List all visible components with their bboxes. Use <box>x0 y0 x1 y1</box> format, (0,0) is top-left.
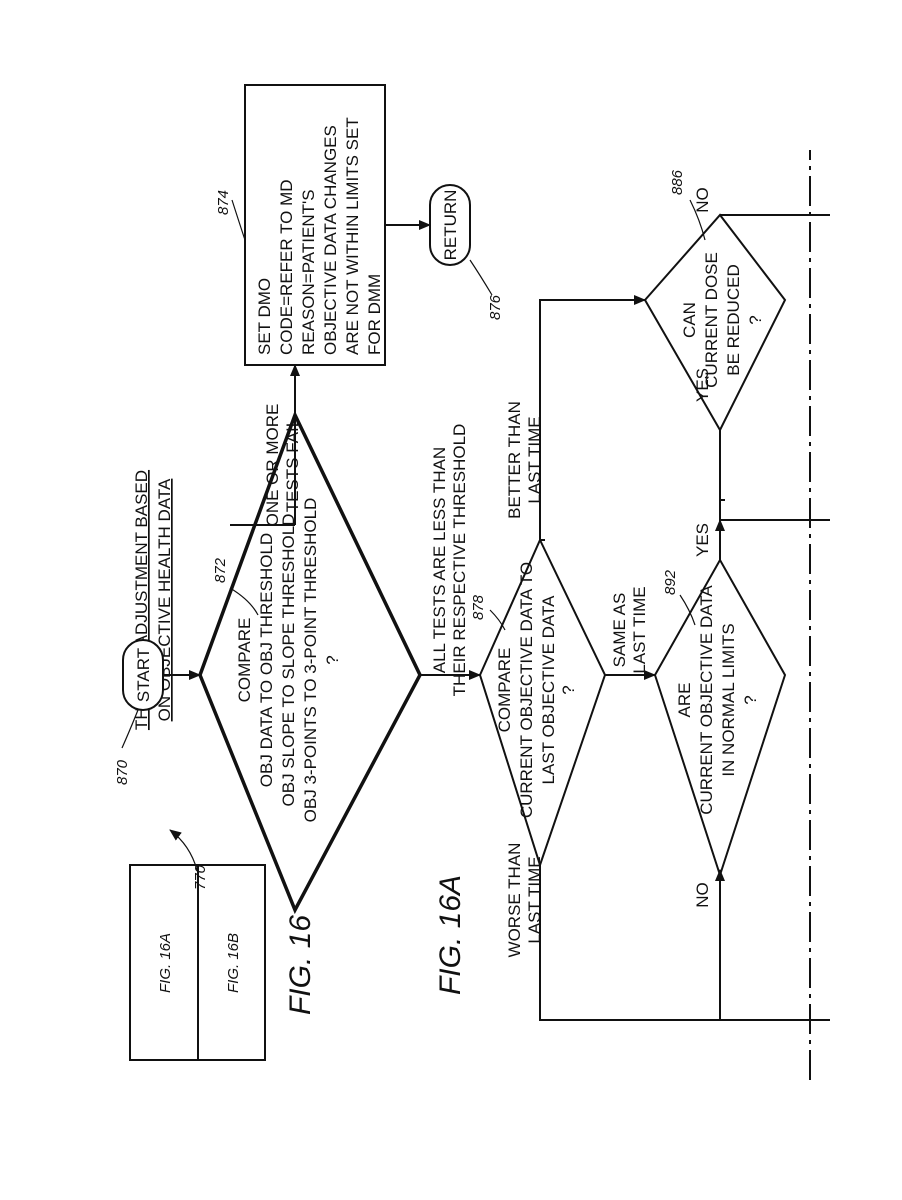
ref-878-leader <box>489 609 506 631</box>
compare-thresholds-line-2: OBJ DATA TO OBJ THRESHOLD <box>257 533 276 787</box>
ref-872-leader <box>229 587 259 616</box>
edge-better-to-can-reduce <box>539 295 646 540</box>
return-node: RETURN 876 <box>429 184 504 320</box>
edge-label-no-limits: NO <box>693 882 712 908</box>
can-reduce-node: CAN CURRENT DOSE BE REDUCED ? 886 <box>643 169 787 433</box>
return-terminator <box>429 184 471 266</box>
edge-label-better-1: BETTER THAN <box>505 401 524 519</box>
ref-892-leader <box>679 594 696 626</box>
set-dmo-line-5: ARE NOT WITHIN LIMITS SET <box>343 117 362 355</box>
normal-limits-node: ARE CURRENT OBJECTIVE DATA IN NORMAL LIM… <box>653 557 787 879</box>
ref-870-leader <box>121 709 139 749</box>
edge-label-yes-reduce: YES <box>693 368 712 402</box>
ref-874: 874 <box>215 190 232 215</box>
ref-874-leader <box>231 199 246 241</box>
edge-label-better-2: LAST TIME <box>525 416 544 503</box>
ref-770-leader <box>169 829 198 871</box>
compare-thresholds-node: COMPARE OBJ DATA TO OBJ THRESHOLD OBJ SL… <box>198 410 422 915</box>
edge-label-no-reduce: NO <box>693 187 712 213</box>
ref-870: 870 <box>114 759 131 785</box>
compare-thresholds-line-1: COMPARE <box>235 618 254 703</box>
set-dmo-line-4: OBJECTIVE DATA CHANGES <box>321 125 340 355</box>
normal-limits-line-1: ARE <box>675 683 694 718</box>
normal-limits-line-4: ? <box>741 695 760 704</box>
ref-892: 892 <box>662 569 679 595</box>
set-dmo-line-3: REASON=PATIENT'S <box>299 189 318 355</box>
ref-876-leader <box>469 259 493 296</box>
ref-886-leader <box>689 199 706 241</box>
ref-872: 872 <box>212 557 229 583</box>
can-reduce-line-2: CURRENT DOSE <box>702 252 721 388</box>
edge-label-worse-1: WORSE THAN <box>505 843 524 958</box>
edge-label-fail-2: TESTS FAIL <box>283 418 302 512</box>
index-box-fig16a: FIG. 16A <box>157 933 174 993</box>
return-label: RETURN <box>441 190 460 261</box>
compare-last-node: COMPARE CURRENT OBJECTIVE DATA TO LAST O… <box>470 537 607 869</box>
edge-label-pass-1: ALL TESTS ARE LESS THAN <box>430 447 449 673</box>
compare-thresholds-line-4: OBJ 3-POINTS TO 3-POINT THRESHOLD <box>301 498 320 823</box>
figure-label-16a: FIG. 16A <box>434 875 467 995</box>
compare-thresholds-line-3: OBJ SLOPE TO SLOPE THRESHOLD <box>279 514 298 807</box>
can-reduce-diamond <box>643 213 787 433</box>
start-label: START <box>134 648 153 702</box>
edge-label-fail-1: ONE OR MORE <box>263 404 282 527</box>
edge-label-worse-2: LAST TIME <box>525 856 544 943</box>
edge-label-yes-limits: YES <box>693 523 712 557</box>
index-box-fig16b: FIG. 16B <box>225 933 242 993</box>
normal-limits-line-2: CURRENT OBJECTIVE DATA <box>697 585 716 815</box>
figure-label-16: FIG. 16 <box>284 915 317 1015</box>
compare-thresholds-line-5: ? <box>323 655 342 664</box>
edge-label-same-2: LAST TIME <box>630 586 649 673</box>
ref-876: 876 <box>487 294 504 320</box>
normal-limits-line-3: IN NORMAL LIMITS <box>719 623 738 776</box>
compare-last-line-4: ? <box>559 685 578 694</box>
edge-worse-line <box>539 865 660 1021</box>
can-reduce-line-3: BE REDUCED <box>724 264 743 375</box>
ref-770: 770 <box>192 864 209 890</box>
compare-last-line-2: CURRENT OBJECTIVE DATA TO <box>517 562 536 818</box>
set-dmo-line-2: CODE=REFER TO MD <box>277 179 296 355</box>
compare-last-line-3: LAST OBJECTIVE DATA <box>539 595 558 785</box>
compare-last-line-1: COMPARE <box>495 648 514 733</box>
normal-limits-diamond <box>653 557 787 879</box>
can-reduce-line-4: ? <box>746 315 765 324</box>
set-dmo-line-6: FOR DMM <box>365 274 384 355</box>
edge-label-same-1: SAME AS <box>610 593 629 668</box>
ref-878: 878 <box>470 594 487 620</box>
figure-index-box: FIG. 16A FIG. 16B <box>129 864 266 1061</box>
ref-886: 886 <box>669 169 686 195</box>
can-reduce-line-1: CAN <box>680 302 699 338</box>
edge-label-pass-2: THEIR RESPECTIVE THRESHOLD <box>450 424 469 697</box>
set-dmo-line-1: SET DMO <box>255 278 274 355</box>
set-dmo-node: SET DMO CODE=REFER TO MD REASON=PATIENT'… <box>215 84 386 366</box>
